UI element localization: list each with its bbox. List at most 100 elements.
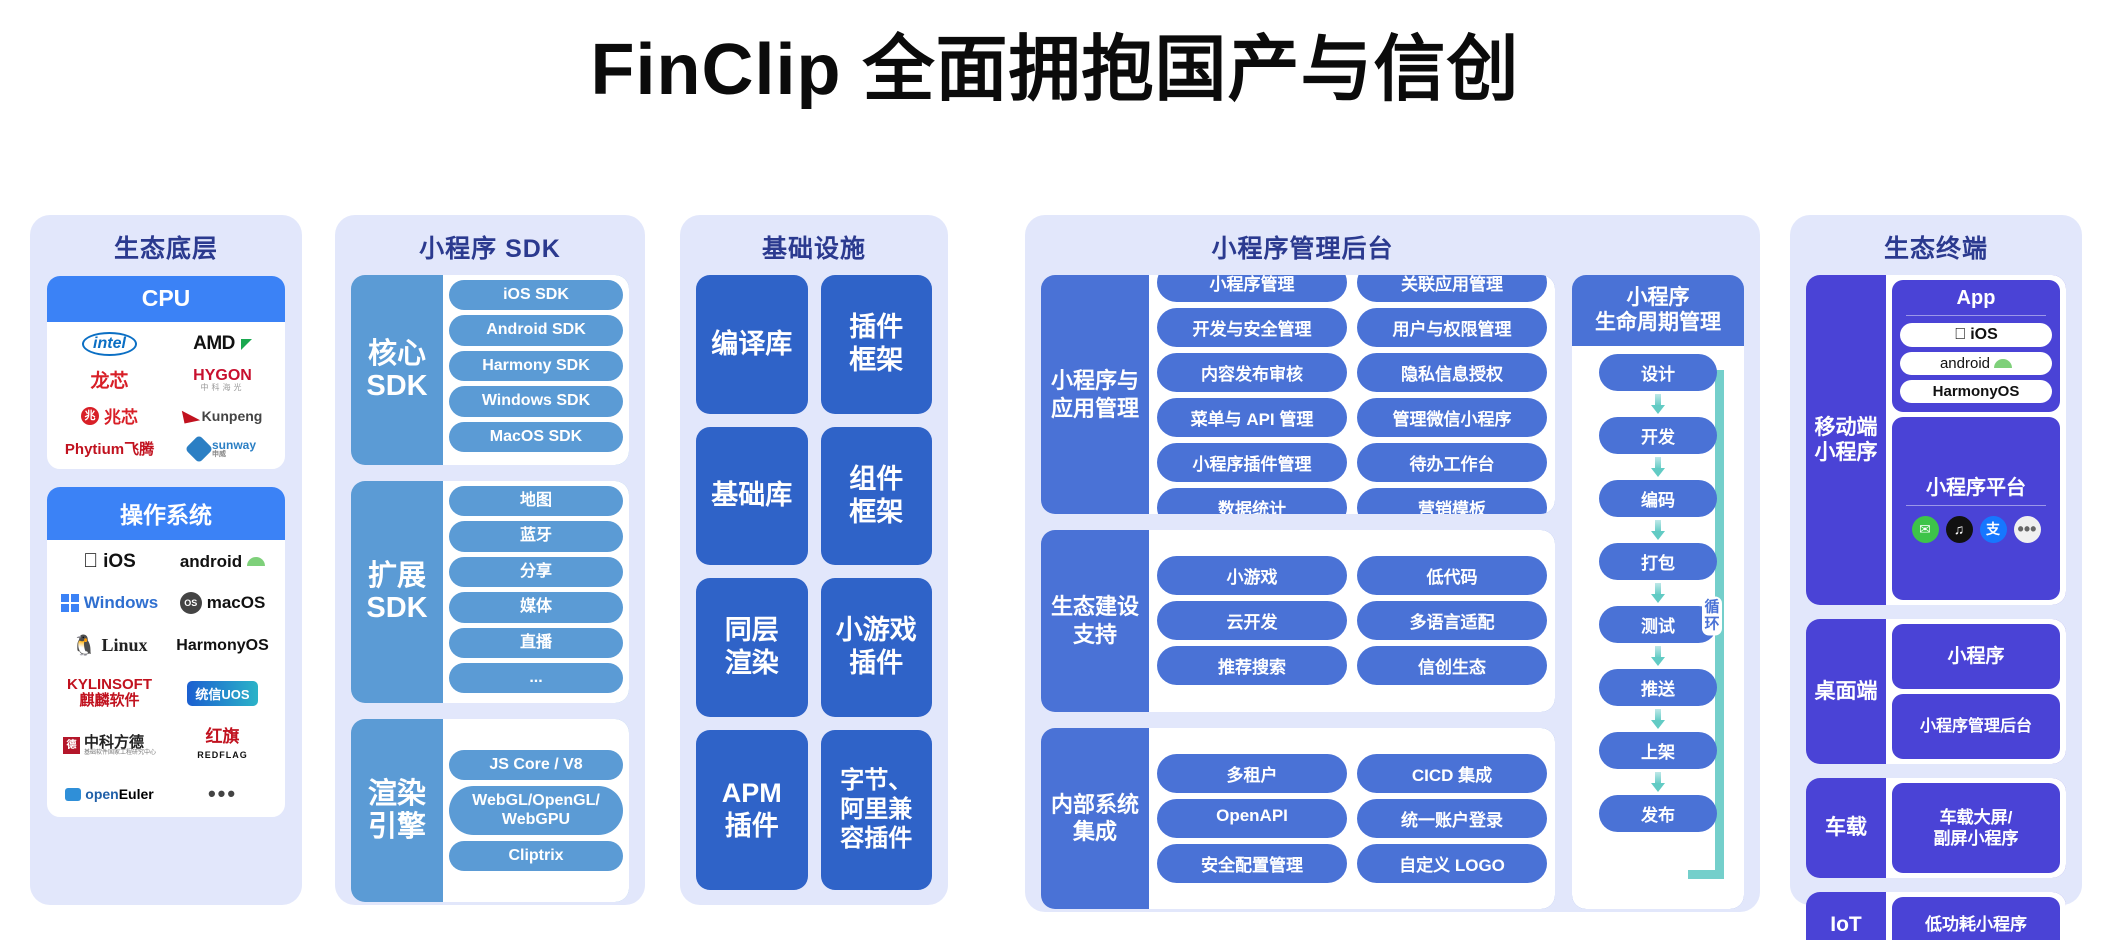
terminal-chip-ios[interactable]: iOS (1900, 323, 2052, 347)
lifecycle-panel: 小程序 生命周期管理 循 环 设计 开发 编码 (1572, 275, 1744, 909)
logo-zhongke-fangde: 德中科方德基础软件国家工程研究中心 (53, 735, 166, 756)
admin-item-linked-app-management[interactable]: 关联应用管理 (1357, 275, 1547, 302)
infra-box-compiler-lib[interactable]: 编译库 (696, 275, 808, 414)
sdk-item-media[interactable]: 媒体 (449, 592, 623, 623)
terminal-chip-harmonyos[interactable]: HarmonyOS (1900, 380, 2052, 403)
divider (1906, 315, 2046, 316)
admin-g0-label-line1: 小程序与 (1050, 368, 1139, 393)
infra-box-apm-plugin[interactable]: APM 插件 (696, 729, 808, 890)
sdk-item-map[interactable]: 地图 (449, 486, 623, 517)
terminal-desktop-item-miniapp[interactable]: 小程序 (1892, 624, 2060, 689)
arrow-down-icon (1651, 394, 1665, 415)
sdk-render-label-line1: 渲染 (367, 778, 426, 811)
alipay-icon[interactable]: 支 (1979, 515, 2007, 543)
logo-linux: 🐧Linux (71, 634, 148, 657)
infra-box-component-framework[interactable]: 组件 框架 (820, 426, 932, 566)
admin-item-multilanguage[interactable]: 多语言适配 (1357, 601, 1547, 641)
sdk-item-share[interactable]: 分享 (449, 556, 623, 588)
lifecycle-step-design[interactable]: 设计 (1599, 354, 1717, 392)
admin-item-security-config-management[interactable]: 安全配置管理 (1157, 843, 1347, 883)
terminal-iot-item[interactable]: 低功耗小程序 (1892, 897, 2060, 940)
terminal-desktop-item-admin-console[interactable]: 小程序管理后台 (1892, 694, 2060, 759)
lifecycle-step-release[interactable]: 发布 (1599, 795, 1717, 833)
terminal-block-miniapp-platform: 小程序平台 ✉ ♫ 支 ••• (1892, 417, 2060, 600)
logo-android: android (166, 552, 279, 572)
terminal-block-app-title: App (1956, 287, 1996, 309)
infra-box-same-layer-render[interactable]: 同层 渲染 (696, 578, 808, 717)
wechat-icon[interactable]: ✉ (1911, 515, 1939, 543)
tiktok-icon[interactable]: ♫ (1945, 515, 1973, 543)
admin-item-marketing-template[interactable]: 营销模板 (1357, 487, 1547, 514)
lifecycle-loop-label: 循 环 (1702, 596, 1722, 636)
lifecycle-step-listing[interactable]: 上架 (1599, 732, 1717, 770)
admin-item-minigame[interactable]: 小游戏 (1157, 556, 1347, 596)
admin-groups: 小程序与应用管理 小程序管理 关联应用管理 开发与安全管理 用户与权限管理 内容… (1041, 275, 1555, 909)
admin-item-content-publish-review[interactable]: 内容发布审核 (1157, 352, 1347, 392)
sdk-item-windows[interactable]: Windows SDK (449, 386, 623, 417)
admin-item-dev-security-management[interactable]: 开发与安全管理 (1157, 307, 1347, 347)
terminal-card-automotive-body: 车载大屏/ 副屏小程序 (1886, 778, 2066, 878)
admin-item-recommend-search[interactable]: 推荐搜索 (1157, 646, 1347, 686)
admin-item-openapi[interactable]: OpenAPI (1157, 798, 1347, 838)
admin-item-multi-tenant[interactable]: 多租户 (1157, 753, 1347, 793)
sdk-item-bluetooth[interactable]: 蓝牙 (449, 521, 623, 552)
lifecycle-step-test[interactable]: 测试 (1599, 606, 1717, 644)
admin-item-cicd-integration[interactable]: CICD 集成 (1357, 753, 1547, 793)
terminal-card-iot-label: IoT (1830, 913, 1862, 937)
sdk-item-ios[interactable]: iOS SDK (449, 280, 623, 311)
lifecycle-step-develop[interactable]: 开发 (1599, 417, 1717, 455)
arrow-down-icon (1651, 457, 1665, 478)
sdk-group-render-items: JS Core / V8 WebGL/OpenGL/ WebGPU Cliptr… (443, 719, 629, 902)
admin-item-privacy-authorization[interactable]: 隐私信息授权 (1357, 352, 1547, 392)
infra-box-plugin-framework[interactable]: 插件 框架 (820, 275, 932, 414)
terminal-card-desktop-body: 小程序 小程序管理后台 (1886, 619, 2066, 764)
lifecycle-step-package[interactable]: 打包 (1599, 543, 1717, 581)
terminal-card-mobile-body: App iOS android HarmonyOS 小程序平台 ✉ ♫ 支 •… (1886, 275, 2066, 605)
terminal-card-iot: IoT 低功耗小程序 (1806, 892, 2066, 940)
column-title-infrastructure: 基础设施 (761, 235, 866, 263)
terminal-chip-android[interactable]: android (1900, 352, 2052, 375)
terminal-automotive-item[interactable]: 车载大屏/ 副屏小程序 (1892, 783, 2060, 873)
admin-item-todo-workbench[interactable]: 待办工作台 (1357, 442, 1547, 482)
admin-item-lowcode[interactable]: 低代码 (1357, 556, 1547, 596)
infra-box-minigame-plugin[interactable]: 小游戏 插件 (820, 578, 932, 717)
lifecycle-step-push[interactable]: 推送 (1599, 669, 1717, 707)
admin-item-cloud-dev[interactable]: 云开发 (1157, 601, 1347, 641)
admin-item-user-permission-management[interactable]: 用户与权限管理 (1357, 307, 1547, 347)
sdk-item-cliptrix[interactable]: Cliptrix (449, 840, 623, 872)
admin-item-menu-api-management[interactable]: 菜单与 API 管理 (1157, 397, 1347, 437)
sdk-item-webgl[interactable]: WebGL/OpenGL/ WebGPU (449, 786, 623, 835)
sdk-item-android[interactable]: Android SDK (449, 315, 623, 346)
sdk-ext-label-line1: 扩展 (367, 559, 426, 592)
admin-group-app-management: 小程序与应用管理 小程序管理 关联应用管理 开发与安全管理 用户与权限管理 内容… (1041, 275, 1555, 514)
infra-box-bytedance-alibaba-plugin[interactable]: 字节、 阿里兼 容插件 (820, 729, 932, 890)
lifecycle-steps: 循 环 设计 开发 编码 打包 测试 推送 上架 (1572, 346, 1744, 909)
admin-item-manage-wechat-miniapp[interactable]: 管理微信小程序 (1357, 397, 1547, 437)
sdk-item-macos[interactable]: MacOS SDK (449, 421, 623, 452)
admin-group-internal-integration: 内部系统集成 多租户 CICD 集成 OpenAPI 统一账户登录 安全配置管理… (1041, 727, 1555, 909)
logo-loongson: 龙芯 (90, 371, 129, 392)
admin-item-xinchuang-ecosystem[interactable]: 信创生态 (1357, 646, 1547, 686)
admin-item-custom-logo[interactable]: 自定义 LOGO (1357, 843, 1547, 883)
terminal-chip-ios-label: iOS (1964, 326, 1998, 343)
sdk-item-jscore-v8[interactable]: JS Core / V8 (449, 749, 623, 781)
arrow-down-icon (1651, 646, 1665, 667)
column-title-ecosystem-base: 生态底层 (113, 235, 218, 263)
page-title: FinClip 全面拥抱国产与信创 (590, 30, 1520, 110)
sdk-item-harmony[interactable]: Harmony SDK (449, 350, 623, 382)
sdk-item-more[interactable]: ... (449, 662, 623, 694)
sdk-item-live[interactable]: 直播 (449, 627, 623, 658)
admin-item-unified-account-login[interactable]: 统一账户登录 (1357, 798, 1547, 838)
lifecycle-step-code[interactable]: 编码 (1599, 480, 1717, 518)
logo-uniontech-uos: 统信UOS (166, 680, 279, 706)
more-icon[interactable]: ••• (2013, 515, 2041, 543)
admin-item-data-statistics[interactable]: 数据统计 (1157, 487, 1347, 514)
infra-box-base-lib[interactable]: 基础库 (696, 426, 808, 566)
admin-item-miniapp-plugin-management[interactable]: 小程序插件管理 (1157, 442, 1347, 482)
column-admin-console: 小程序管理后台 小程序与应用管理 小程序管理 关联应用管理 开发与安全管理 用户… (1025, 215, 1760, 912)
admin-item-miniapp-management[interactable]: 小程序管理 (1157, 275, 1347, 302)
